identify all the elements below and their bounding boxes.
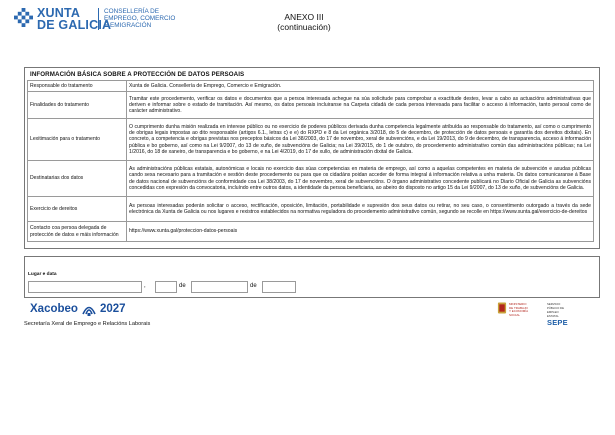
day-input[interactable] xyxy=(155,281,177,293)
row-label: Contacto coa persoa delegada de protecci… xyxy=(27,221,127,242)
row-label: Lexitimación para o tratamento xyxy=(27,118,127,161)
sepe-top-text: SERVICIO PÚBLICO DE EMPLEO ESTATAL xyxy=(547,302,564,318)
table-row: Contacto coa persoa delegada de protecci… xyxy=(27,221,594,242)
annex-heading: ANEXO III (continuación) xyxy=(272,12,336,32)
ministerio-line1: MINISTERIO xyxy=(509,302,527,306)
row-label: Destinatarias dos datos xyxy=(27,160,127,197)
conselleria-line1: CONSELLERÍA DE xyxy=(104,8,160,15)
data-protection-frame xyxy=(24,67,600,249)
place-date-label: Lugar e data xyxy=(28,272,57,277)
sepe-brand: SEPE xyxy=(547,318,568,327)
year-input[interactable] xyxy=(262,281,296,293)
scallop-shell-icon xyxy=(82,306,96,316)
xunta-logo: XUNTA DE GALICIA xyxy=(14,7,111,31)
sepe-logo: SERVICIO PÚBLICO DE EMPLEO ESTATAL SEPE xyxy=(547,302,571,327)
row-label: Finalidades do tratamento xyxy=(27,91,127,119)
table-row: Finalidades do tratamento Tramitar este … xyxy=(27,91,594,119)
signature-frame xyxy=(24,256,600,298)
conselleria-line3: E EMIGRACIÓN xyxy=(104,22,152,30)
xunta-cross-icon xyxy=(14,8,33,27)
xacobeo-word: Xacobeo xyxy=(30,302,78,315)
table-row: Lexitimación para o tratamento O cumprim… xyxy=(27,118,594,161)
table-row: Destinatarias dos datos As administració… xyxy=(27,160,594,197)
xacobeo-logo: Xacobeo 2027 xyxy=(30,301,126,316)
ministerio-line2: DE TRABAJO xyxy=(509,305,528,310)
section-title: INFORMACIÓN BÁSICA SOBRE A PROTECCIÓN DE… xyxy=(30,71,245,78)
conselleria-line2: EMPREGO, COMERCIO xyxy=(104,15,176,23)
de-separator-2: de xyxy=(250,283,257,289)
row-value: Xunta de Galicia. Consellería de Emprego… xyxy=(126,80,594,92)
row-label: Exercicio de dereitos xyxy=(27,196,127,222)
row-value: https://www.xunta.gal/proteccion-datos-p… xyxy=(126,221,594,242)
comma-separator: , xyxy=(144,283,146,289)
row-label: Responsable do tratamento xyxy=(27,80,127,92)
de-separator-1: de xyxy=(179,283,186,289)
row-value: O cumprimento dunha misión realizada en … xyxy=(126,118,594,161)
month-input[interactable] xyxy=(191,281,248,293)
xunta-logo-line1: XUNTA xyxy=(37,6,81,20)
table-row: Responsable do tratamento Xunta de Galic… xyxy=(27,80,594,92)
annex-subtitle: (continuación) xyxy=(277,22,331,32)
row-value: As persoas interesadas poderán solicitar… xyxy=(126,196,594,222)
annex-title: ANEXO III xyxy=(284,12,324,22)
ministerio-line3: Y ECONOMÍA SOCIAL xyxy=(509,309,528,317)
table-row: Exercicio de dereitos As persoas interes… xyxy=(27,196,594,222)
xacobeo-year: 2027 xyxy=(99,302,126,315)
place-input[interactable] xyxy=(28,281,142,293)
secretaria-line: Secretaría Xeral de Emprego e Relacións … xyxy=(24,321,151,327)
ministerio-logo: MINISTERIO DE TRABAJO Y ECONOMÍA SOCIAL xyxy=(497,300,537,317)
row-value: Tramitar este procedemento, verificar os… xyxy=(126,91,594,119)
row-value: As administracións públicas estatais, au… xyxy=(126,160,594,197)
xunta-logo-line2: DE GALICIA xyxy=(37,18,112,32)
spain-coat-of-arms-icon xyxy=(497,302,507,314)
data-protection-table: Responsable do tratamento Xunta de Galic… xyxy=(27,80,594,242)
conselleria-name: CONSELLERÍA DE EMPREGO, COMERCIO E EMIGR… xyxy=(98,8,175,30)
